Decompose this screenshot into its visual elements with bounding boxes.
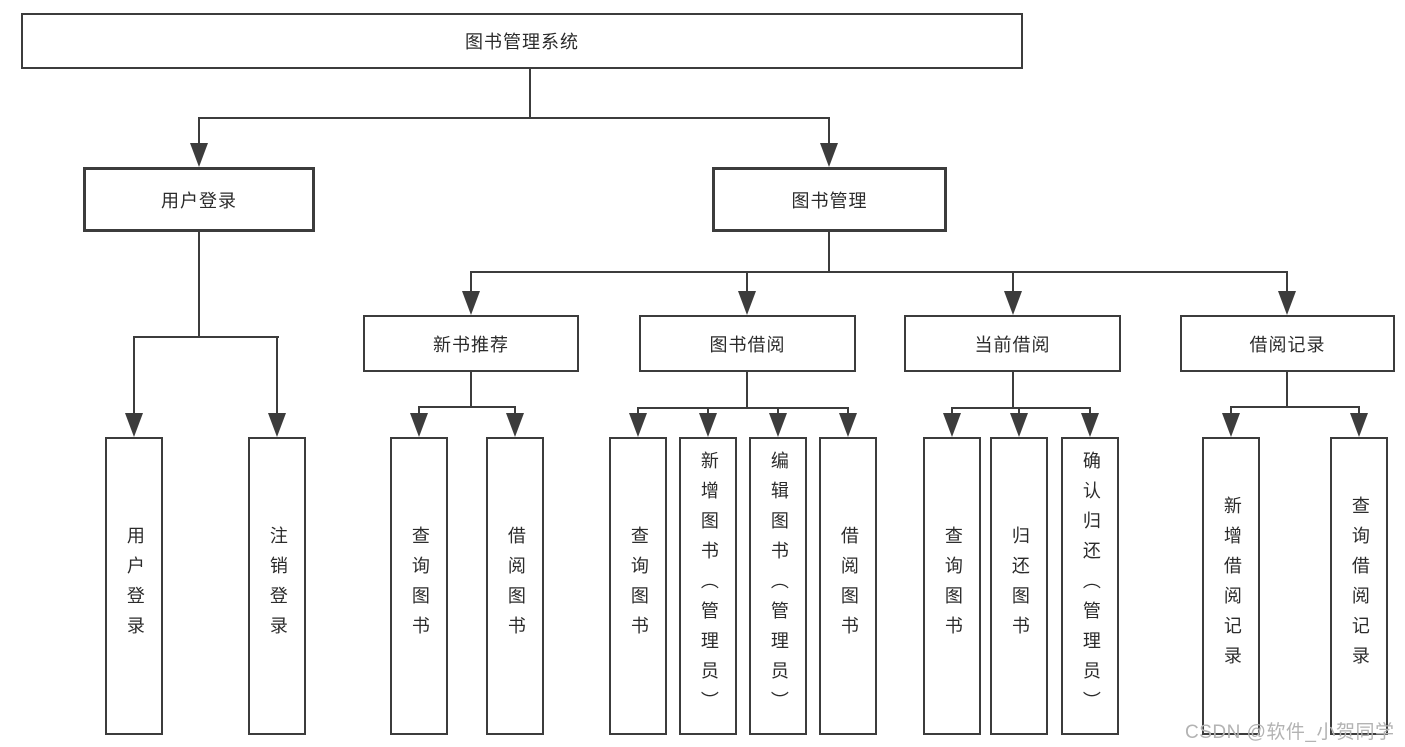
leaf-confirm-return-admin: 确认归还（管理员） — [1061, 437, 1119, 735]
leaf-borrow-books-1-label: 借阅图书 — [505, 526, 526, 646]
connector-line — [828, 232, 830, 273]
leaf-user-login-label: 用户登录 — [124, 526, 145, 646]
connector-line — [418, 406, 420, 418]
connector-line — [133, 336, 135, 416]
leaf-user-login: 用户登录 — [105, 437, 163, 735]
leaf-query-books-2-label: 查询图书 — [628, 526, 649, 646]
node-book-management: 图书管理 — [712, 167, 947, 232]
node-borrow-records: 借阅记录 — [1180, 315, 1395, 372]
connector-line — [1358, 406, 1360, 418]
connector-line — [951, 407, 1091, 409]
leaf-confirm-return-admin-label: 确认归还（管理员） — [1080, 451, 1101, 721]
arrow-down-icon — [820, 143, 838, 167]
arrow-down-icon — [1081, 413, 1099, 437]
connector-line — [1286, 372, 1288, 408]
connector-line — [1089, 407, 1091, 418]
connector-line — [418, 406, 516, 408]
arrow-down-icon — [699, 413, 717, 437]
arrow-down-icon — [268, 413, 286, 437]
node-book-borrow-label: 图书借阅 — [709, 334, 786, 355]
arrow-down-icon — [769, 413, 787, 437]
arrow-down-icon — [1004, 291, 1022, 315]
connector-line — [198, 232, 200, 338]
arrow-down-icon — [1350, 413, 1368, 437]
leaf-query-books-2: 查询图书 — [609, 437, 667, 735]
leaf-borrow-books-1: 借阅图书 — [486, 437, 544, 735]
connector-line — [514, 406, 516, 418]
leaf-query-borrow-record: 查询借阅记录 — [1330, 437, 1388, 735]
connector-line — [529, 69, 531, 118]
leaf-return-books: 归还图书 — [990, 437, 1048, 735]
node-current-borrow-label: 当前借阅 — [974, 334, 1051, 355]
connector-line — [847, 407, 849, 418]
node-user-login-label: 用户登录 — [161, 190, 237, 211]
leaf-add-book-admin: 新增图书（管理员） — [679, 437, 737, 735]
leaf-edit-book-admin: 编辑图书（管理员） — [749, 437, 807, 735]
arrow-down-icon — [629, 413, 647, 437]
arrow-down-icon — [506, 413, 524, 437]
arrow-down-icon — [1222, 413, 1240, 437]
leaf-add-borrow-record: 新增借阅记录 — [1202, 437, 1260, 735]
arrow-down-icon — [839, 413, 857, 437]
arrow-down-icon — [462, 291, 480, 315]
connector-line — [828, 117, 830, 147]
connector-line — [198, 117, 200, 147]
arrow-down-icon — [410, 413, 428, 437]
connector-line — [951, 407, 953, 418]
watermark: CSDN @软件_小贺同学 — [1185, 722, 1395, 743]
node-root-label: 图书管理系统 — [465, 32, 579, 52]
connector-line — [470, 271, 1288, 273]
connector-line — [1012, 372, 1014, 409]
arrow-down-icon — [738, 291, 756, 315]
arrow-down-icon — [1010, 413, 1028, 437]
node-user-login: 用户登录 — [83, 167, 315, 232]
connector-line — [777, 407, 779, 418]
node-new-book-recommend-label: 新书推荐 — [433, 334, 509, 355]
leaf-borrow-books-2-label: 借阅图书 — [838, 526, 859, 646]
leaf-borrow-books-2: 借阅图书 — [819, 437, 877, 735]
leaf-logout-label: 注销登录 — [267, 526, 288, 646]
connector-line — [470, 372, 472, 408]
connector-line — [1286, 271, 1288, 294]
arrow-down-icon — [1278, 291, 1296, 315]
connector-line — [470, 271, 472, 294]
connector-line — [746, 372, 748, 409]
connector-line — [198, 117, 830, 119]
leaf-logout: 注销登录 — [248, 437, 306, 735]
connector-line — [1018, 407, 1020, 418]
node-current-borrow: 当前借阅 — [904, 315, 1121, 372]
connector-line — [1012, 271, 1014, 294]
connector-line — [133, 336, 279, 338]
leaf-query-borrow-record-label: 查询借阅记录 — [1349, 496, 1370, 676]
leaf-query-books-1-label: 查询图书 — [409, 526, 430, 646]
connector-line — [276, 336, 278, 416]
leaf-edit-book-admin-label: 编辑图书（管理员） — [768, 451, 789, 721]
node-book-management-label: 图书管理 — [791, 190, 868, 211]
connector-line — [637, 407, 639, 418]
leaf-return-books-label: 归还图书 — [1009, 526, 1030, 646]
connector-line — [707, 407, 709, 418]
node-new-book-recommend: 新书推荐 — [363, 315, 579, 372]
leaf-add-book-admin-label: 新增图书（管理员） — [698, 451, 719, 721]
connector-line — [637, 407, 849, 409]
leaf-query-books-3-label: 查询图书 — [942, 526, 963, 646]
connector-line — [1230, 406, 1232, 418]
leaf-query-books-1: 查询图书 — [390, 437, 448, 735]
arrow-down-icon — [125, 413, 143, 437]
node-borrow-records-label: 借阅记录 — [1249, 334, 1326, 355]
leaf-add-borrow-record-label: 新增借阅记录 — [1221, 496, 1242, 676]
node-root: 图书管理系统 — [21, 13, 1023, 69]
connector-line — [1230, 406, 1360, 408]
node-book-borrow: 图书借阅 — [639, 315, 856, 372]
arrow-down-icon — [190, 143, 208, 167]
leaf-query-books-3: 查询图书 — [923, 437, 981, 735]
arrow-down-icon — [943, 413, 961, 437]
connector-line — [746, 271, 748, 294]
